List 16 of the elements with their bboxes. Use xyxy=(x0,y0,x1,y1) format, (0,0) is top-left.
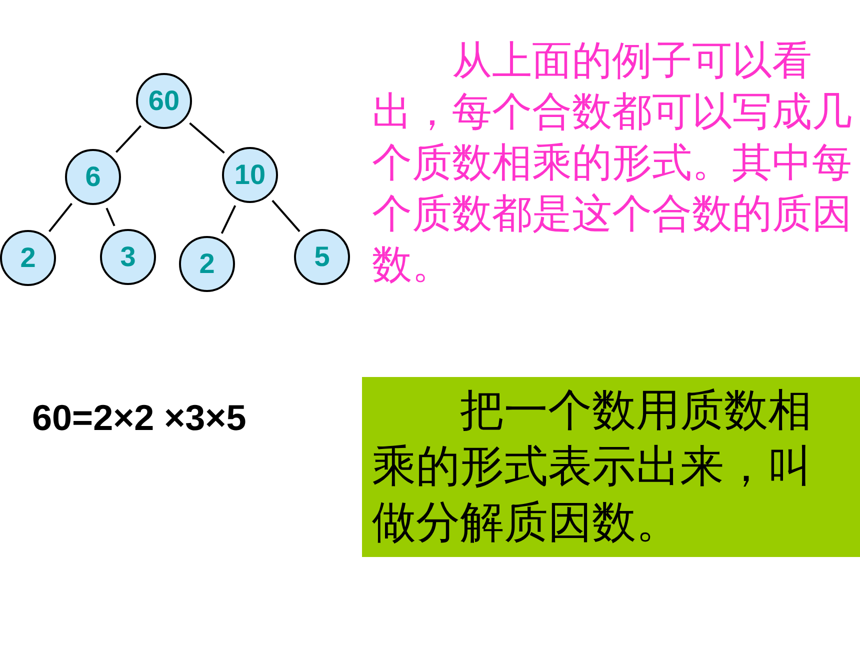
number-circle: 60 xyxy=(136,73,192,129)
factorization-equation: 60=2×2 ×3×5 xyxy=(32,396,248,440)
number-circle: 6 xyxy=(65,149,121,205)
number-circle: 2 xyxy=(0,230,56,286)
number-circle: 3 xyxy=(100,229,156,285)
number-circle: 10 xyxy=(222,147,278,203)
explanation-text: 从上面的例子可以看出，每个合数都可以写成几个质数相乘的形式。其中每个质数都是这个合数的质因数。 xyxy=(372,37,853,290)
connector-line xyxy=(220,205,236,234)
definition-box: 把一个数用质数相乘的形式表示出来，叫做分解质因数。 xyxy=(362,377,860,557)
connector-line xyxy=(115,125,142,153)
connector-line xyxy=(106,208,116,226)
connector-line xyxy=(272,200,300,232)
connector-line xyxy=(189,122,225,154)
connector-line xyxy=(48,202,72,232)
number-circle: 2 xyxy=(179,236,235,292)
number-circle: 5 xyxy=(294,229,350,285)
